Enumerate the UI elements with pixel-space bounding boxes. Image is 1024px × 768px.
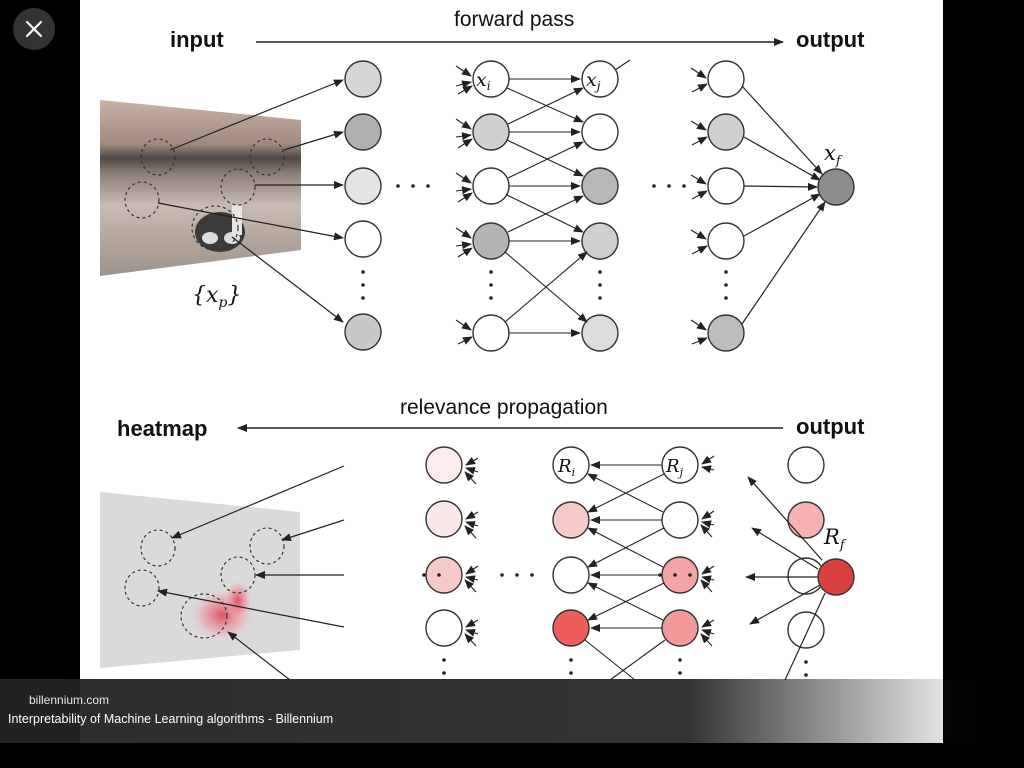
neuron (581, 314, 619, 352)
lrp-figure: input output forward pass {xp (80, 0, 943, 743)
neuron (581, 113, 619, 151)
neuron (552, 556, 590, 594)
caption-source: billennium.com (29, 693, 110, 707)
neuron (425, 446, 463, 484)
forward-pass-label: forward pass (454, 8, 574, 31)
forward-pass-panel: input output forward pass {xp (100, 8, 865, 352)
heatmap-image (100, 492, 300, 668)
neuron (707, 60, 745, 98)
input-image (100, 100, 301, 276)
horizontal-ellipsis (396, 184, 430, 188)
heatmap-label: heatmap (117, 416, 207, 441)
neuron (472, 167, 510, 205)
neuron (425, 500, 463, 538)
output-neuron-rf (817, 558, 855, 596)
neuron (661, 609, 699, 647)
xf-label: xf (824, 141, 843, 169)
neuron (344, 167, 382, 205)
neuron (425, 556, 463, 594)
close-icon (25, 20, 43, 38)
relevance-panel: heatmap output relevance propagation (100, 396, 865, 681)
patch-circle (249, 138, 285, 176)
image-caption-bar: billennium.com Interpretability of Machi… (0, 679, 985, 743)
patch-circle (124, 181, 160, 219)
patch-circle (140, 138, 176, 176)
neuron (344, 60, 382, 98)
neuron (707, 314, 745, 352)
neuron (707, 113, 745, 151)
vertical-ellipsis (361, 270, 365, 300)
top-output-label: output (796, 27, 865, 52)
neuron (425, 609, 463, 647)
relevance-propagation-label: relevance propagation (400, 396, 608, 419)
neuron (661, 501, 699, 539)
neuron (707, 167, 745, 205)
neuron-xj (581, 60, 619, 98)
rf-label: Rf (823, 525, 847, 553)
neuron (707, 222, 745, 260)
caption-title-link[interactable]: Interpretability of Machine Learning alg… (8, 712, 334, 726)
neuron (787, 611, 825, 649)
close-button[interactable] (13, 8, 55, 50)
neuron (581, 222, 619, 260)
bottom-output-label: output (796, 414, 865, 439)
neuron (581, 167, 619, 205)
patch-circle (220, 168, 256, 206)
neuron-ri (552, 446, 590, 484)
input-label: input (170, 27, 224, 52)
neuron (661, 556, 699, 594)
neuron (344, 313, 382, 351)
neuron (344, 113, 382, 151)
neuron (787, 446, 825, 484)
neuron (787, 501, 825, 539)
neuron (344, 220, 382, 258)
neuron (552, 501, 590, 539)
rj-label: Rj (665, 456, 684, 479)
neuron (552, 609, 590, 647)
neuron (472, 314, 510, 352)
ri-label: Ri (557, 456, 575, 479)
patch-circle (191, 205, 239, 251)
input-set-label: {xp} (192, 283, 241, 311)
neuron (472, 113, 510, 151)
neuron (472, 222, 510, 260)
output-neuron-xf (817, 168, 855, 206)
